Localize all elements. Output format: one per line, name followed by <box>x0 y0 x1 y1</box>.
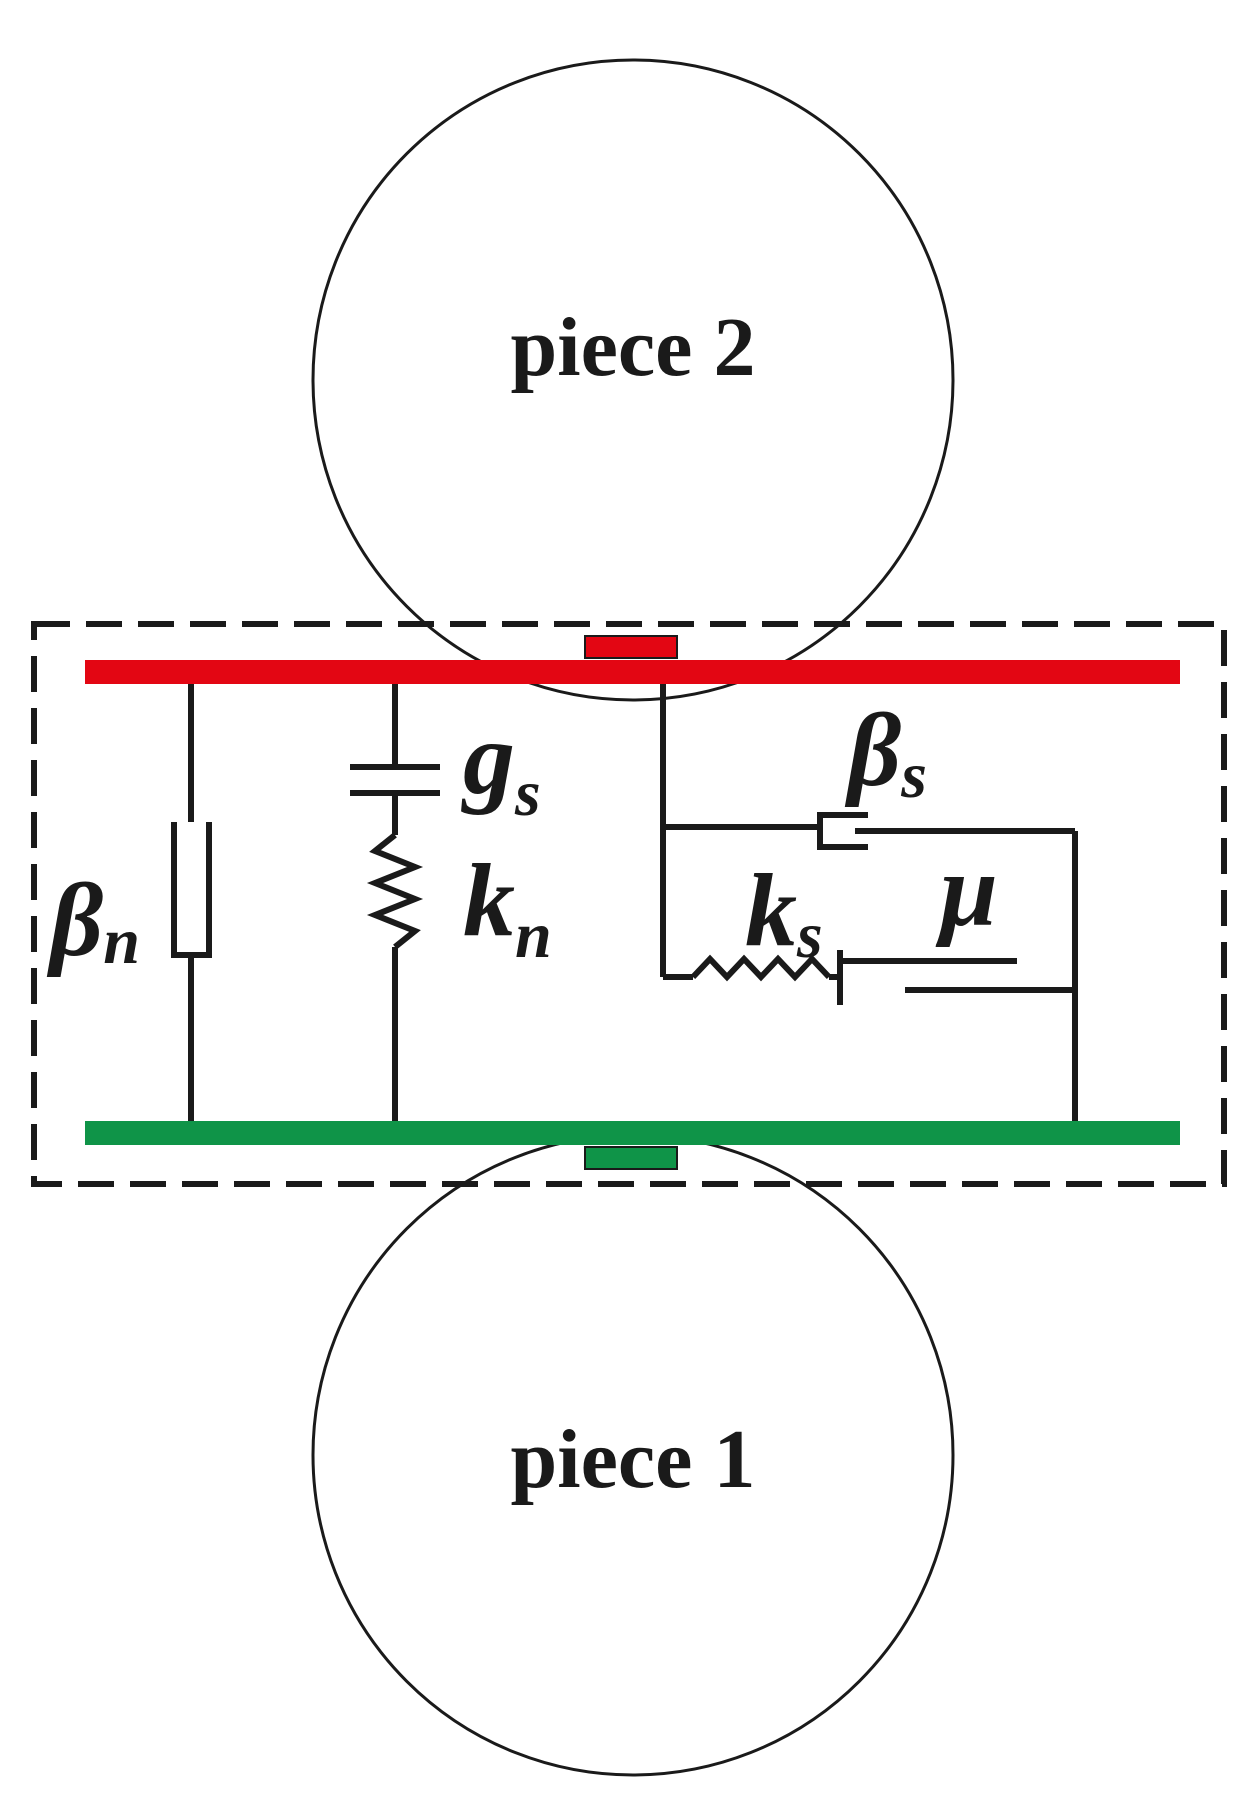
tangential-branch <box>660 684 1078 1121</box>
normal-dashpot <box>171 684 212 1121</box>
top-contact-patch <box>584 635 678 659</box>
beta-n-symbol: βn <box>46 863 140 978</box>
normal-spring-branch <box>350 684 440 1121</box>
bottom-plate <box>85 1121 1180 1145</box>
g-s-symbol: gs <box>461 701 541 830</box>
piece-1-label: piece 1 <box>511 1413 756 1506</box>
top-plate <box>85 660 1180 684</box>
beta-s-symbol: βs <box>844 693 927 812</box>
k-n-symbol: kn <box>463 843 552 972</box>
mu-symbol: μ <box>935 833 998 948</box>
piece-2-circle <box>311 58 955 702</box>
piece-2-label: piece 2 <box>511 301 756 394</box>
k-s-symbol: ks <box>745 853 823 972</box>
contact-region-box <box>31 621 1227 1187</box>
bottom-contact-patch <box>584 1146 678 1170</box>
